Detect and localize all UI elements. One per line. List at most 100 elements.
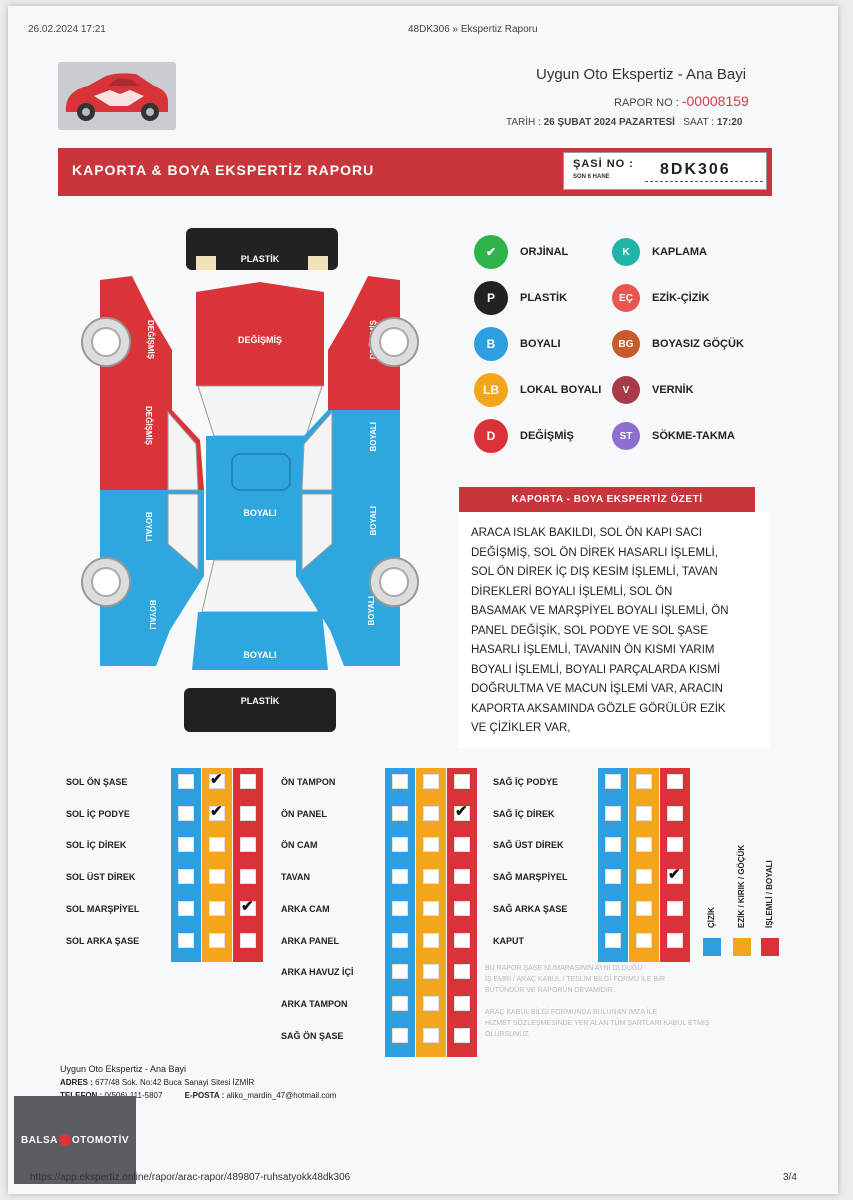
checklist-checkbox[interactable] (178, 774, 194, 789)
summary-line: VE ÇİZİKLER VAR, (471, 722, 571, 734)
checklist-checkbox[interactable] (209, 900, 225, 916)
column-key-label: ÇİZİK (707, 907, 716, 928)
checklist-checkbox[interactable] (423, 964, 439, 980)
checklist-part-label: SOL İÇ PODYE (66, 808, 130, 819)
checklist-checkbox[interactable] (392, 837, 408, 853)
company-name: Uygun Oto Ekspertiz - Ana Bayi (536, 66, 747, 83)
checklist-checkbox[interactable] (178, 837, 194, 853)
checklist-checkbox[interactable] (667, 774, 683, 789)
checklist-checkbox[interactable] (605, 805, 621, 821)
checklist-checkbox[interactable] (667, 805, 683, 821)
summary-line: DİREKLERİ BOYALI İŞLEMLİ, SOL ÖN (471, 585, 673, 598)
disclaimer-text: BU RAPOR ŞASE NUMARASININ AYNI OLDUĞU İŞ … (485, 963, 775, 1040)
checklist-checkbox[interactable] (454, 774, 470, 789)
checklist-part-label: SOL ARKA ŞASE (66, 935, 140, 946)
checklist-checkbox[interactable] (392, 869, 408, 885)
trunk-part (192, 612, 328, 670)
checklist-checkbox[interactable] (636, 837, 652, 853)
checklist-checkbox[interactable] (605, 837, 621, 853)
checklist-checkbox[interactable] (667, 869, 683, 885)
checklist-checkbox[interactable] (240, 900, 256, 916)
check-mark-icon: ✔ (668, 866, 681, 884)
checklist-checkbox[interactable] (392, 900, 408, 916)
checklist-checkbox[interactable] (454, 995, 470, 1011)
checklist-checkbox[interactable] (240, 805, 256, 821)
checklist-checkbox[interactable] (423, 774, 439, 789)
checklist-checkbox[interactable] (209, 932, 225, 948)
summary-line: BOYALI İŞLEMLİ, BOYALI PARÇALARDA KISMİ (471, 663, 721, 676)
brand-right: OTOMOTİV (71, 1134, 130, 1146)
disclaimer-line: İŞ EMRİ / ARAÇ KABUL / TESLİM BİLGİ FORM… (485, 976, 666, 983)
checklist-checkbox[interactable] (423, 869, 439, 885)
report-no-value: -00008159 (681, 93, 749, 109)
date-label: TARİH : (506, 117, 541, 128)
checklist-checkbox[interactable] (178, 805, 194, 821)
checklist-checkbox[interactable] (178, 932, 194, 948)
page-number: 3/4 (783, 1172, 797, 1183)
checklist-checkbox[interactable] (423, 837, 439, 853)
checklist-checkbox[interactable] (605, 900, 621, 916)
checklist-checkbox[interactable] (636, 932, 652, 948)
checklist-checkbox[interactable] (454, 1027, 470, 1043)
checklist-checkbox[interactable] (423, 995, 439, 1011)
summary-line: ARACA ISLAK BAKILDI, SOL ÖN KAPI SACI (471, 527, 702, 539)
checklist-checkbox[interactable] (423, 805, 439, 821)
phone-label: TELEFON : (60, 1091, 102, 1100)
checklist-checkbox[interactable] (636, 805, 652, 821)
checklist-checkbox[interactable] (209, 774, 225, 789)
front-bumper-part (186, 228, 338, 270)
checklist-checkbox[interactable] (178, 869, 194, 885)
checklist-checkbox[interactable] (636, 869, 652, 885)
summary-title: KAPORTA - BOYA EKSPERTİZ ÖZETİ (459, 487, 755, 512)
column-key-swatch (703, 938, 721, 956)
trunk-label: BOYALI (243, 650, 276, 660)
checklist-checkbox[interactable] (392, 774, 408, 789)
checklist-checkbox[interactable] (392, 964, 408, 980)
checklist-checkbox[interactable] (392, 932, 408, 948)
checklist-checkbox[interactable] (667, 900, 683, 916)
checklist-checkbox[interactable] (454, 964, 470, 980)
disclaimer-line: BU RAPOR ŞASE NUMARASININ AYNI OLDUĞU (485, 965, 643, 972)
checklist-part-label: ÖN CAM (281, 840, 318, 851)
checklist-checkbox[interactable] (392, 995, 408, 1011)
checklist-checkbox[interactable] (454, 805, 470, 821)
checklist-checkbox[interactable] (240, 774, 256, 789)
checklist-checkbox[interactable] (209, 805, 225, 821)
legend-label: DEĞİŞMİŞ (520, 430, 574, 442)
report-url: https://app.ekspertiz.online/rapor/arac-… (30, 1172, 351, 1183)
checklist-checkbox[interactable] (240, 837, 256, 853)
checklist-checkbox[interactable] (667, 932, 683, 948)
checklist-checkbox[interactable] (209, 869, 225, 885)
checklist-checkbox[interactable] (636, 774, 652, 789)
checklist-checkbox[interactable] (392, 805, 408, 821)
checklist-checkbox[interactable] (454, 900, 470, 916)
checklist-checkbox[interactable] (454, 837, 470, 853)
checklist-checkbox[interactable] (240, 869, 256, 885)
column-key-swatch (733, 938, 751, 956)
right-front-door-label: BOYALI (369, 422, 378, 452)
checklist-checkbox[interactable] (392, 1027, 408, 1043)
disclaimer-line: HİZMET SÖZLEŞMESİNDE YER ALAN TÜM ŞARTLA… (485, 1020, 710, 1027)
checklist-checkbox[interactable] (636, 900, 652, 916)
checklist-checkbox[interactable] (605, 932, 621, 948)
checklist-checkbox[interactable] (209, 837, 225, 853)
legend-label: EZİK-ÇİZİK (652, 292, 710, 304)
checklist-column (202, 768, 232, 963)
checklist-checkbox[interactable] (423, 932, 439, 948)
checklist-checkbox[interactable] (605, 869, 621, 885)
checklist-checkbox[interactable] (423, 1027, 439, 1043)
checklist-checkbox[interactable] (454, 932, 470, 948)
checklist-checkbox[interactable] (240, 932, 256, 948)
checklist-checkbox[interactable] (667, 837, 683, 853)
checklist-checkbox[interactable] (423, 900, 439, 916)
checklist-checkbox[interactable] (605, 774, 621, 789)
check-mark-icon: ✔ (210, 771, 223, 788)
checklist-checkbox[interactable] (178, 900, 194, 916)
disclaimer-line: OLURSUNUZ. (485, 1031, 531, 1038)
checklist-checkbox[interactable] (454, 869, 470, 885)
